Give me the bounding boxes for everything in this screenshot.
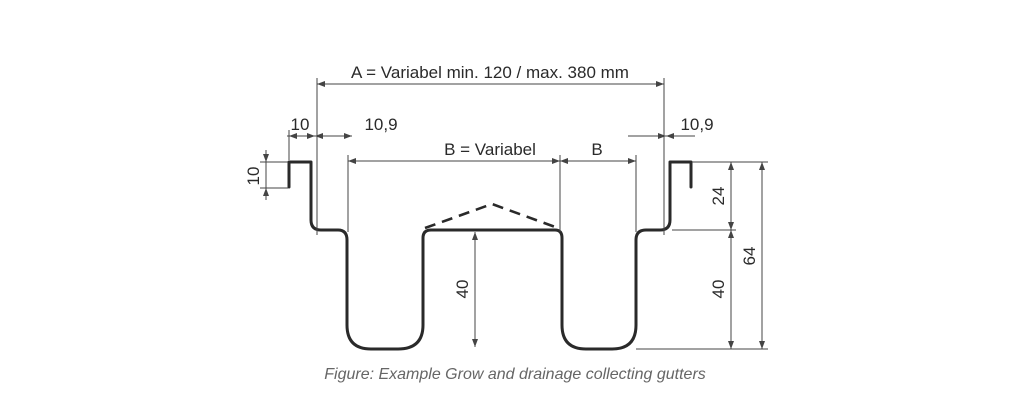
- dimension-arrowheads: [263, 81, 765, 349]
- gutter-profile: [287, 160, 693, 351]
- dim-right-24-label: 24: [709, 187, 728, 206]
- dim-a-overall-label: A = Variabel min. 120 / max. 380 mm: [351, 63, 629, 82]
- gutter-profile-drawing: A = Variabel min. 120 / max. 380 mm 10 1…: [244, 63, 768, 351]
- dim-channel-depth-40-label: 40: [453, 280, 472, 299]
- dim-right-40-label: 40: [709, 280, 728, 299]
- dim-total-64-label: 64: [740, 247, 759, 266]
- dim-top-left-10-9-label: 10,9: [364, 115, 397, 134]
- dashed-peak-line: [424, 202, 559, 230]
- dim-top-left-10-label: 10: [291, 115, 310, 134]
- dim-b-variable-label: B = Variabel: [444, 140, 536, 159]
- dim-top-right-10-9-label: 10,9: [680, 115, 713, 134]
- dim-lip-height-10-label: 10: [244, 167, 263, 186]
- dim-b-right-label: B: [591, 140, 602, 159]
- figure-caption: Figure: Example Grow and drainage collec…: [324, 366, 706, 383]
